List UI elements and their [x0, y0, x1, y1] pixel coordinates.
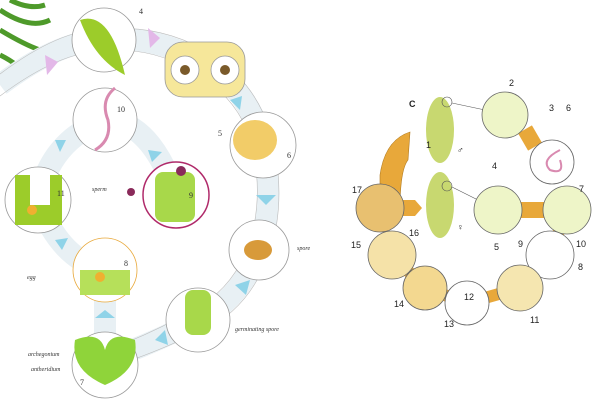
stage-10-sperm — [72, 87, 138, 153]
moss-stage-8-10 — [525, 230, 575, 280]
moss-stage-12-13 — [444, 280, 490, 326]
label-egg: egg — [27, 275, 36, 281]
moss-label-6: 6 — [566, 103, 571, 113]
moss-label-17: 17 — [352, 185, 362, 195]
moss-label-13: 13 — [444, 319, 454, 329]
label-7: 7 — [80, 378, 84, 387]
moss-stage-3-6 — [529, 139, 575, 185]
arrow-icon — [148, 28, 160, 48]
panel-letter: C — [409, 99, 416, 109]
moss-label-3: 3 — [549, 103, 554, 113]
label-4: 4 — [139, 7, 143, 16]
label-5: 5 — [218, 129, 222, 138]
female-symbol: ♀ — [457, 222, 464, 232]
moss-stage-4-5 — [473, 185, 523, 235]
moss-plants — [426, 96, 486, 238]
moss-labels: C 1 ♂ 2 3 6 4 5 7 ♀ 9 10 8 17 16 15 14 1… — [351, 78, 586, 329]
moss-label-12: 12 — [464, 292, 474, 302]
moss-label-11: 11 — [530, 315, 539, 325]
label-sperm: sperm — [92, 187, 107, 193]
arrow-icon — [155, 330, 168, 345]
fern-frond-illustration — [0, 0, 52, 77]
label-6: 6 — [287, 151, 291, 160]
moss-label-9: 9 — [518, 239, 523, 249]
moss-stage-7 — [542, 185, 592, 235]
arrow-icon — [230, 96, 242, 110]
moss-label-7: 7 — [579, 184, 584, 194]
moss-stage-14 — [402, 265, 448, 311]
male-moss-plant — [426, 97, 454, 163]
fern-cycle-arrows — [45, 28, 276, 345]
label-9: 9 — [189, 191, 193, 200]
female-moss-plant — [426, 172, 454, 238]
moss-label-14: 14 — [394, 299, 404, 309]
moss-label-5: 5 — [494, 242, 499, 252]
moss-label-8: 8 — [578, 262, 583, 272]
label-8: 8 — [124, 259, 128, 268]
moss-label-10: 10 — [576, 239, 586, 249]
label-germinating-spore: germinating spore — [235, 327, 279, 333]
arrow-icon — [55, 140, 66, 152]
fern-labels: 4 5 6 10 sperm 9 11 egg 8 spore germinat… — [27, 7, 310, 387]
label-10: 10 — [117, 105, 125, 114]
fern-stage-circles — [4, 7, 297, 399]
arrow-icon — [55, 238, 68, 250]
moss-stage-11 — [496, 264, 544, 312]
moss-label-16: 16 — [409, 228, 419, 238]
moss-stage-15-16 — [367, 230, 417, 280]
label-archegonium: archegonium — [28, 352, 60, 358]
arrow-icon — [148, 150, 162, 162]
moss-label-1: 1 — [426, 140, 431, 150]
moss-stage-circles — [355, 91, 592, 326]
arrow-icon — [256, 195, 276, 205]
moss-stage-17 — [355, 183, 405, 233]
label-antheridium: antheridium — [31, 367, 61, 373]
moss-label-15: 15 — [351, 240, 361, 250]
arrow-icon — [95, 310, 115, 318]
male-symbol: ♂ — [457, 145, 464, 155]
label-spore: spore — [297, 246, 310, 252]
moss-stage-2 — [481, 91, 529, 139]
moss-label-4: 4 — [492, 161, 497, 171]
label-11: 11 — [57, 189, 65, 198]
arrow-icon — [45, 55, 58, 75]
moss-label-2: 2 — [509, 78, 514, 88]
arrow-icon — [235, 280, 250, 295]
